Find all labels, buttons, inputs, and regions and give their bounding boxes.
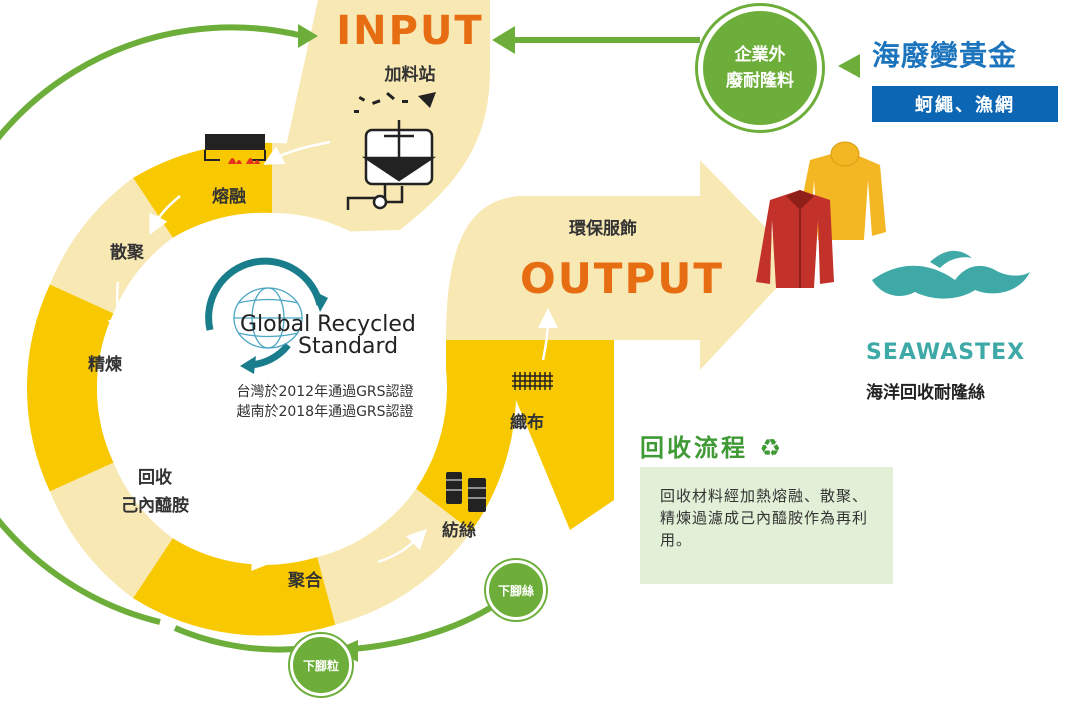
segment-recover xyxy=(49,462,173,599)
brand-pointer-icon xyxy=(838,54,860,78)
process-description: 回收材料經加熱熔融、散聚、精煉過濾成己內醯胺作為再利用。 xyxy=(660,487,869,549)
grs-note-line2: 越南於2018年通過GRS認證 xyxy=(236,404,414,420)
process-title-text: 回收流程 xyxy=(640,434,748,462)
process-description-box: 回收材料經加熱熔融、散聚、精煉過濾成己內醯胺作為再利用。 xyxy=(640,467,893,584)
stage-recover-line1: 回收 xyxy=(138,468,172,488)
grs-logo-icon xyxy=(205,257,328,374)
grs-title-line1: Global Recycled xyxy=(240,312,416,337)
stage-polymerize-label: 聚合 xyxy=(288,571,322,591)
output-band xyxy=(446,160,800,370)
stage-recover-line2: 己內醯胺 xyxy=(121,496,189,516)
brand-title: 海廢變黃金 xyxy=(872,39,1018,72)
stage-recover-label: 回收 己內醯胺 xyxy=(110,464,200,520)
feed-station-label: 加料站 xyxy=(384,65,436,85)
spools-icon xyxy=(446,472,486,512)
segment-refine-b xyxy=(26,388,114,492)
source-badge-line2: 廢耐隆料 xyxy=(726,71,794,91)
segment-polymerize xyxy=(133,538,336,636)
pellet-waste-badge: 下腳粒 xyxy=(290,634,352,696)
output-label: 環保服飾 xyxy=(569,219,637,239)
falling-scraps-icon xyxy=(354,92,436,113)
grs-title-line2: Standard xyxy=(298,334,399,359)
melting-furnace-icon xyxy=(204,134,266,164)
segment-spin xyxy=(317,488,472,625)
hopper-icon xyxy=(346,120,437,210)
center-disc xyxy=(97,213,447,563)
yarn-waste-badge: 下腳絲 xyxy=(486,560,546,620)
recycle-icon: ♻ xyxy=(759,434,784,462)
brand-subtitle: 蚵繩、漁網 xyxy=(872,86,1058,122)
segment-melt xyxy=(133,142,272,238)
source-badge-line1: 企業外 xyxy=(734,45,786,65)
source-badge: 企業外廢耐隆料 xyxy=(698,6,822,130)
process-title: 回收流程 ♻ xyxy=(640,428,784,463)
segment-aggregate xyxy=(49,177,173,314)
stage-aggregate-label: 散聚 xyxy=(110,243,144,263)
fabric-icon xyxy=(512,372,553,390)
flow-arrows xyxy=(107,140,558,572)
input-title: INPUT xyxy=(336,8,484,54)
stage-weave-label: 織布 xyxy=(510,413,544,433)
jackets-icon xyxy=(756,141,886,288)
stage-refine-label: 精煉 xyxy=(88,355,122,375)
stage-spin-label: 紡絲 xyxy=(442,521,476,541)
segment-refine xyxy=(26,284,114,388)
seawastex-subtitle: 海洋回收耐隆絲 xyxy=(866,383,985,403)
output-title: OUTPUT xyxy=(520,254,724,303)
segment-feed xyxy=(272,142,336,219)
stage-melt-label: 熔融 xyxy=(212,187,246,207)
grs-title: Global Recycled Standard xyxy=(240,314,460,358)
seawastex-name: SEAWASTEX xyxy=(866,340,1026,365)
weave-band-patch xyxy=(446,340,614,530)
grs-note-line1: 台灣於2012年通過GRS認證 xyxy=(236,384,414,400)
grs-note: 台灣於2012年通過GRS認證 越南於2018年通過GRS認證 xyxy=(205,382,445,422)
seawastex-logo-icon xyxy=(872,250,1030,299)
process-ring xyxy=(26,142,516,636)
